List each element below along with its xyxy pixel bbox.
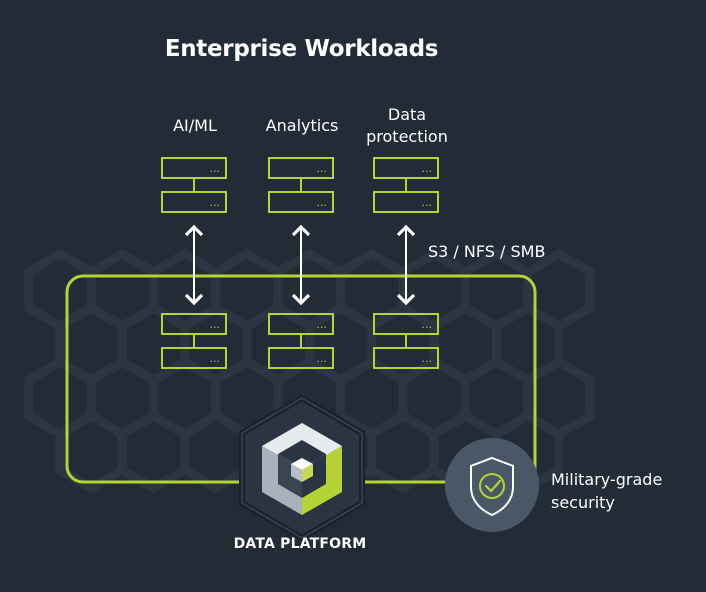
shield-check-icon: [445, 438, 539, 532]
server-slot-dots: ...: [210, 318, 221, 331]
workload-server-stack: ......: [373, 157, 439, 213]
hexagon-cell: [180, 410, 252, 494]
platform-label: DATA PLATFORM: [233, 536, 367, 552]
server-slot-dots: ...: [422, 162, 433, 175]
server-slot-dots: ...: [317, 196, 328, 209]
server-slot-dots: ...: [317, 318, 328, 331]
workload-label-analytics: Analytics: [265, 116, 339, 135]
workload-server-stack: ......: [268, 157, 334, 213]
workload-label-ai-ml: AI/ML: [173, 116, 217, 135]
security-label: Military-grade security: [551, 470, 663, 512]
server-slot-dots: ...: [422, 352, 433, 365]
workload-server-stack: ......: [161, 157, 227, 213]
server-slot-dots: ...: [422, 318, 433, 331]
platform-server-stack: ......: [373, 313, 439, 369]
hexagon-pattern: [24, 248, 595, 494]
server-slot-dots: ...: [210, 196, 221, 209]
server-slot-dots: ...: [210, 162, 221, 175]
server-slot-dots: ...: [422, 196, 433, 209]
hexagon-cell: [55, 410, 127, 494]
protocol-label: S3 / NFS / SMB: [428, 242, 546, 261]
data-platform-cube-icon: [239, 394, 365, 542]
server-slot-dots: ...: [317, 162, 328, 175]
server-slot-dots: ...: [317, 352, 328, 365]
diagram-title: Enterprise Workloads: [164, 36, 439, 62]
hexagon-cell: [117, 410, 190, 494]
platform-server-stack: ......: [268, 313, 334, 369]
workload-label-data-protection: Data protection: [366, 105, 448, 146]
platform-server-stack: ......: [161, 313, 227, 369]
server-slot-dots: ...: [210, 352, 221, 365]
hexagon-cell: [367, 410, 439, 494]
